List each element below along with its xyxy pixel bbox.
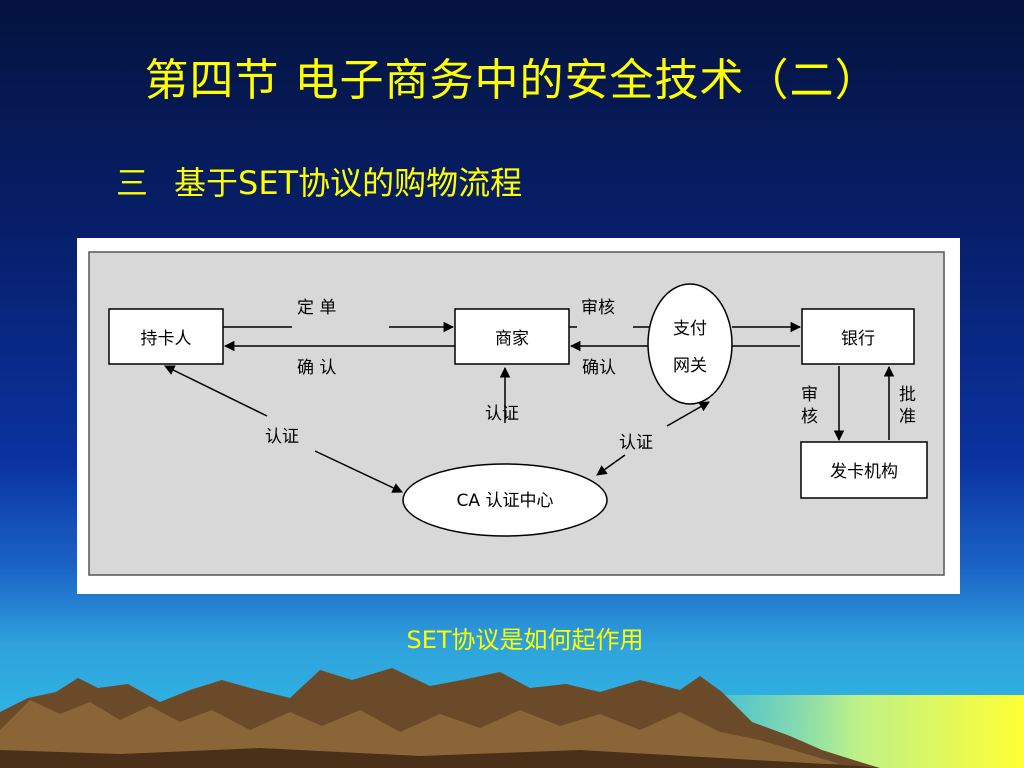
edge-gateway-cert-lower — [596, 454, 626, 476]
node-ca-center: CA 认证中心 — [402, 463, 608, 537]
edge-cardholder-cert-lower — [314, 450, 403, 493]
label-confirm: 确 认 — [297, 358, 336, 378]
label-gateway-confirm: 确认 — [582, 358, 616, 378]
edge-gateway-cert-upper — [666, 401, 710, 427]
node-ca-label: CA 认证中心 — [457, 491, 554, 511]
subtitle-number: 三 — [116, 164, 149, 202]
label-cert-cardholder: 认证 — [265, 427, 299, 447]
label-order: 定 单 — [297, 298, 336, 318]
set-flow-diagram: 持卡人 商家 支付 网关 银行 发卡机构 CA 认证中心 — [77, 238, 960, 594]
slide-caption: SET协议是如何起作用 — [406, 626, 644, 654]
label-approve-2: 准 — [899, 407, 916, 427]
label-bank-review-2: 核 — [801, 407, 818, 427]
node-card-issuer: 发卡机构 — [800, 441, 928, 499]
node-gateway-line2: 网关 — [673, 356, 707, 376]
node-gateway-line1: 支付 — [673, 319, 707, 339]
label-cert-gateway: 认证 — [619, 433, 653, 453]
slide-subtitle: 三基于SET协议的购物流程 — [116, 158, 522, 204]
label-cert-merchant: 认证 — [485, 404, 519, 424]
label-approve-1: 批 — [899, 385, 916, 405]
node-bank: 银行 — [801, 308, 915, 365]
label-bank-review-1: 审 — [801, 385, 818, 405]
node-cardholder: 持卡人 — [108, 308, 224, 365]
mountain-landscape — [0, 668, 1024, 768]
node-bank-label: 银行 — [841, 329, 875, 349]
label-review: 审核 — [581, 298, 615, 318]
node-merchant: 商家 — [454, 308, 570, 365]
slide-title: 第四节 电子商务中的安全技术（二） — [144, 55, 880, 106]
edge-cardholder-cert-upper — [164, 365, 268, 417]
node-issuer-label: 发卡机构 — [830, 462, 898, 482]
subtitle-text: 基于SET协议的购物流程 — [174, 164, 523, 202]
node-merchant-label: 商家 — [495, 329, 529, 349]
node-cardholder-label: 持卡人 — [141, 329, 192, 349]
node-payment-gateway: 支付 网关 — [647, 283, 733, 405]
mountain-base — [0, 748, 880, 768]
